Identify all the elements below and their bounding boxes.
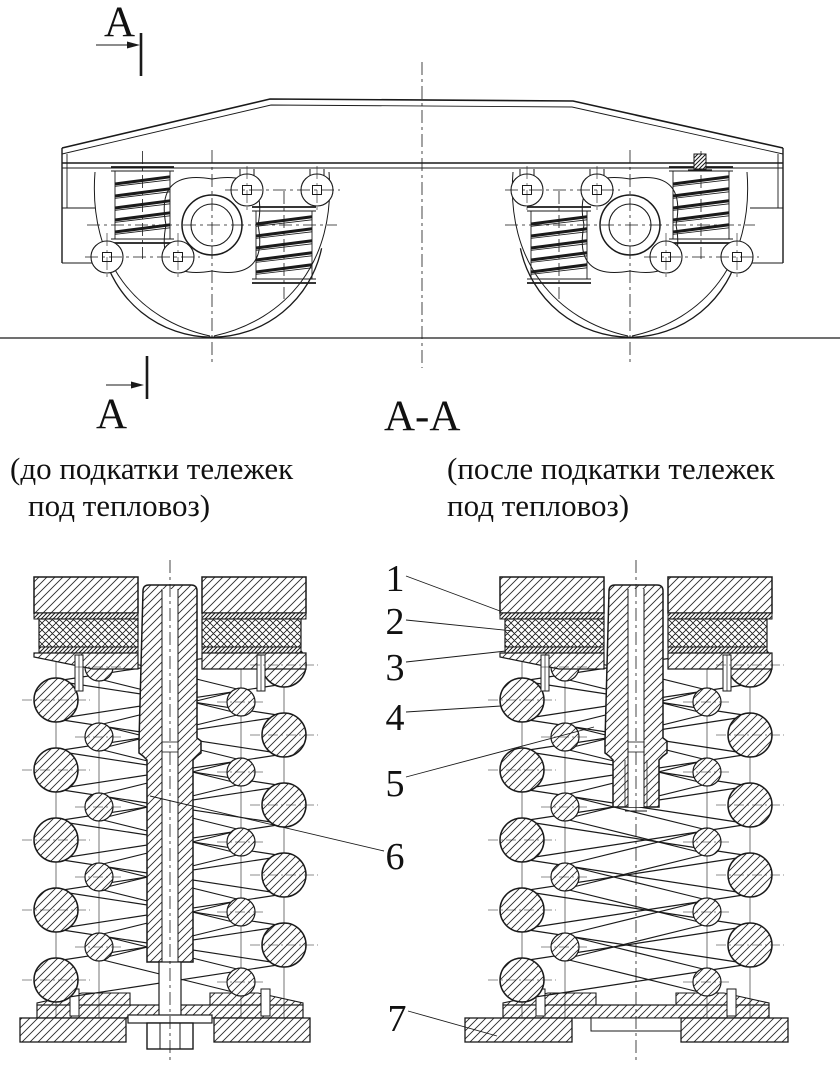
callout-1: 1 — [386, 558, 405, 600]
callout-leader-lines — [149, 575, 595, 1037]
callout-5: 5 — [386, 763, 405, 805]
marker-top-label: A — [104, 0, 135, 46]
callout-3: 3 — [386, 647, 405, 689]
section-cut-marker-top — [96, 33, 143, 76]
section-cut-marker-bottom — [106, 356, 149, 399]
section-view-after-rolling — [464, 560, 789, 1062]
section-view-before-rolling — [19, 560, 318, 1062]
callout-7: 7 — [388, 998, 407, 1040]
top-view-coil-springs — [111, 151, 733, 299]
wheelset-right — [505, 150, 755, 362]
callout-2: 2 — [386, 601, 405, 643]
spring-hangers — [85, 166, 759, 281]
callout-4: 4 — [386, 697, 405, 739]
caption-before-line1: (до подкатки тележек — [10, 451, 294, 486]
callout-6: 6 — [386, 836, 405, 878]
caption-before-line2: под тепловоз) — [28, 488, 210, 523]
caption-after-line2: под тепловоз) — [447, 488, 629, 523]
marker-bottom-label: A — [96, 391, 127, 438]
section-title: A-A — [384, 393, 460, 440]
frame-outline — [61, 62, 784, 368]
caption-after-line1: (после подкатки тележек — [447, 451, 776, 486]
